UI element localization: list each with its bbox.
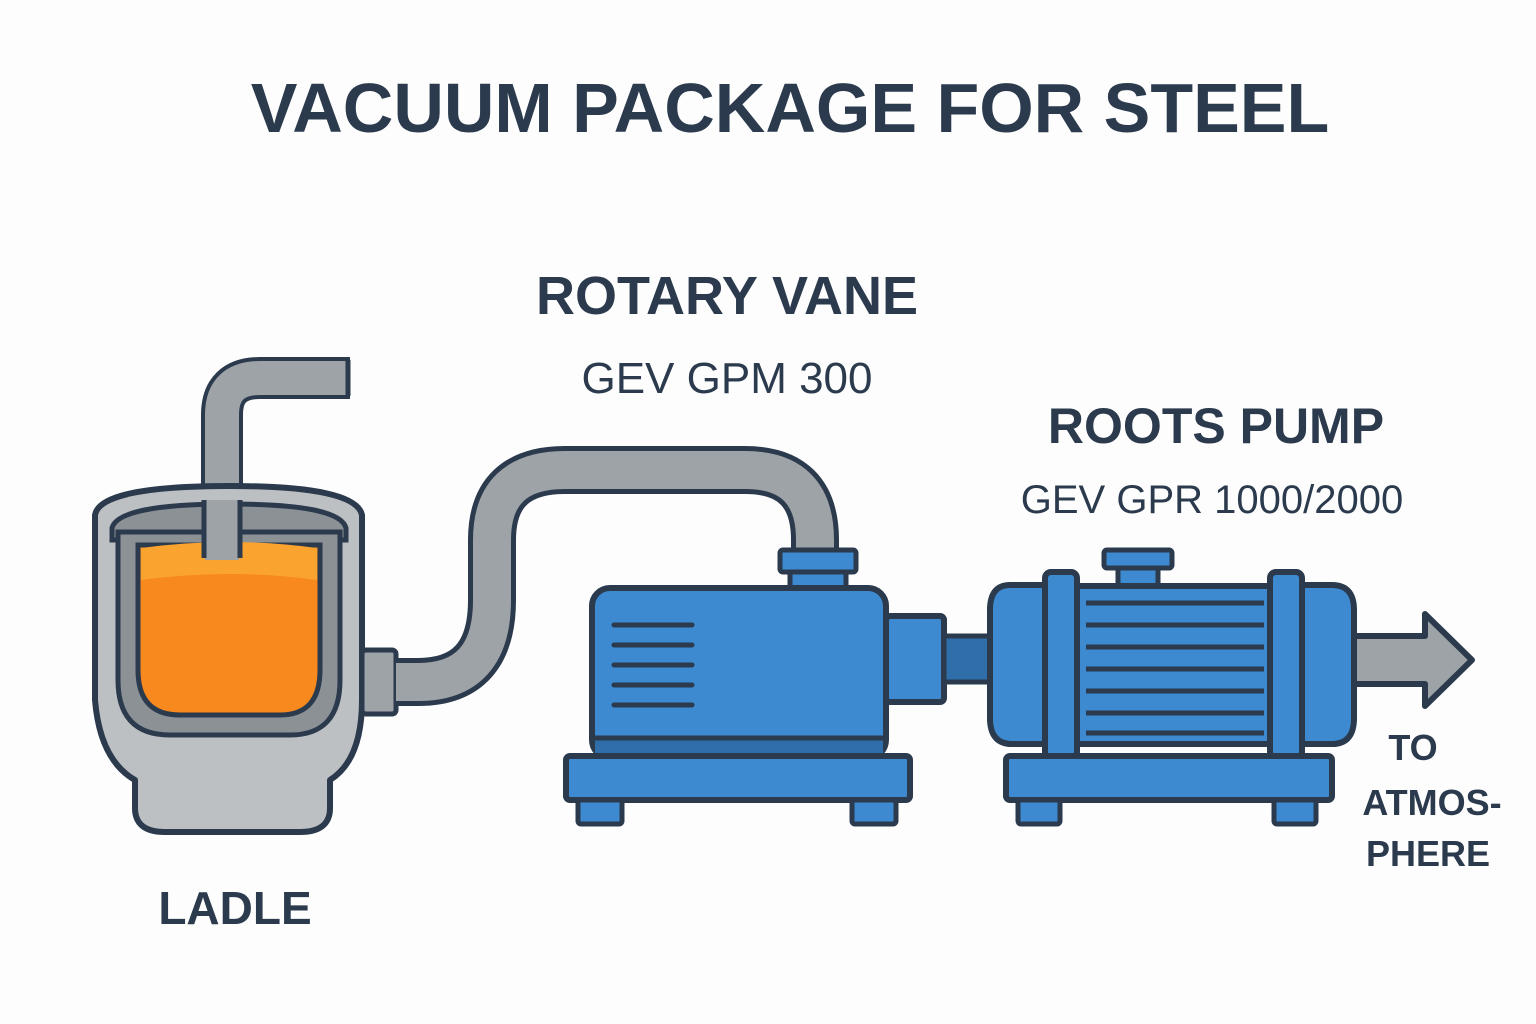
outlet-label-line1: TO <box>1388 727 1437 768</box>
rotary-vane-model: GEV GPM 300 <box>581 354 872 403</box>
outlet-label-line3: PHERE <box>1366 833 1490 874</box>
suction-pipe <box>394 446 839 706</box>
rotary-vane-pump-icon <box>563 547 947 827</box>
ladle-inlet-pipe <box>201 357 351 545</box>
outlet-arrow-icon <box>1347 611 1475 709</box>
roots-pump-title: ROOTS PUMP <box>1048 398 1384 454</box>
roots-pump-icon <box>987 547 1357 827</box>
ladle-icon <box>92 483 399 835</box>
ladle-label: LADLE <box>158 882 311 934</box>
roots-pump-model: GEV GPR 1000/2000 <box>1021 478 1403 522</box>
diagram-title: VACUUM PACKAGE FOR STEEL <box>251 69 1330 147</box>
outlet-label-line2: ATMOS- <box>1362 782 1501 823</box>
rotary-vane-title: ROTARY VANE <box>536 266 918 326</box>
